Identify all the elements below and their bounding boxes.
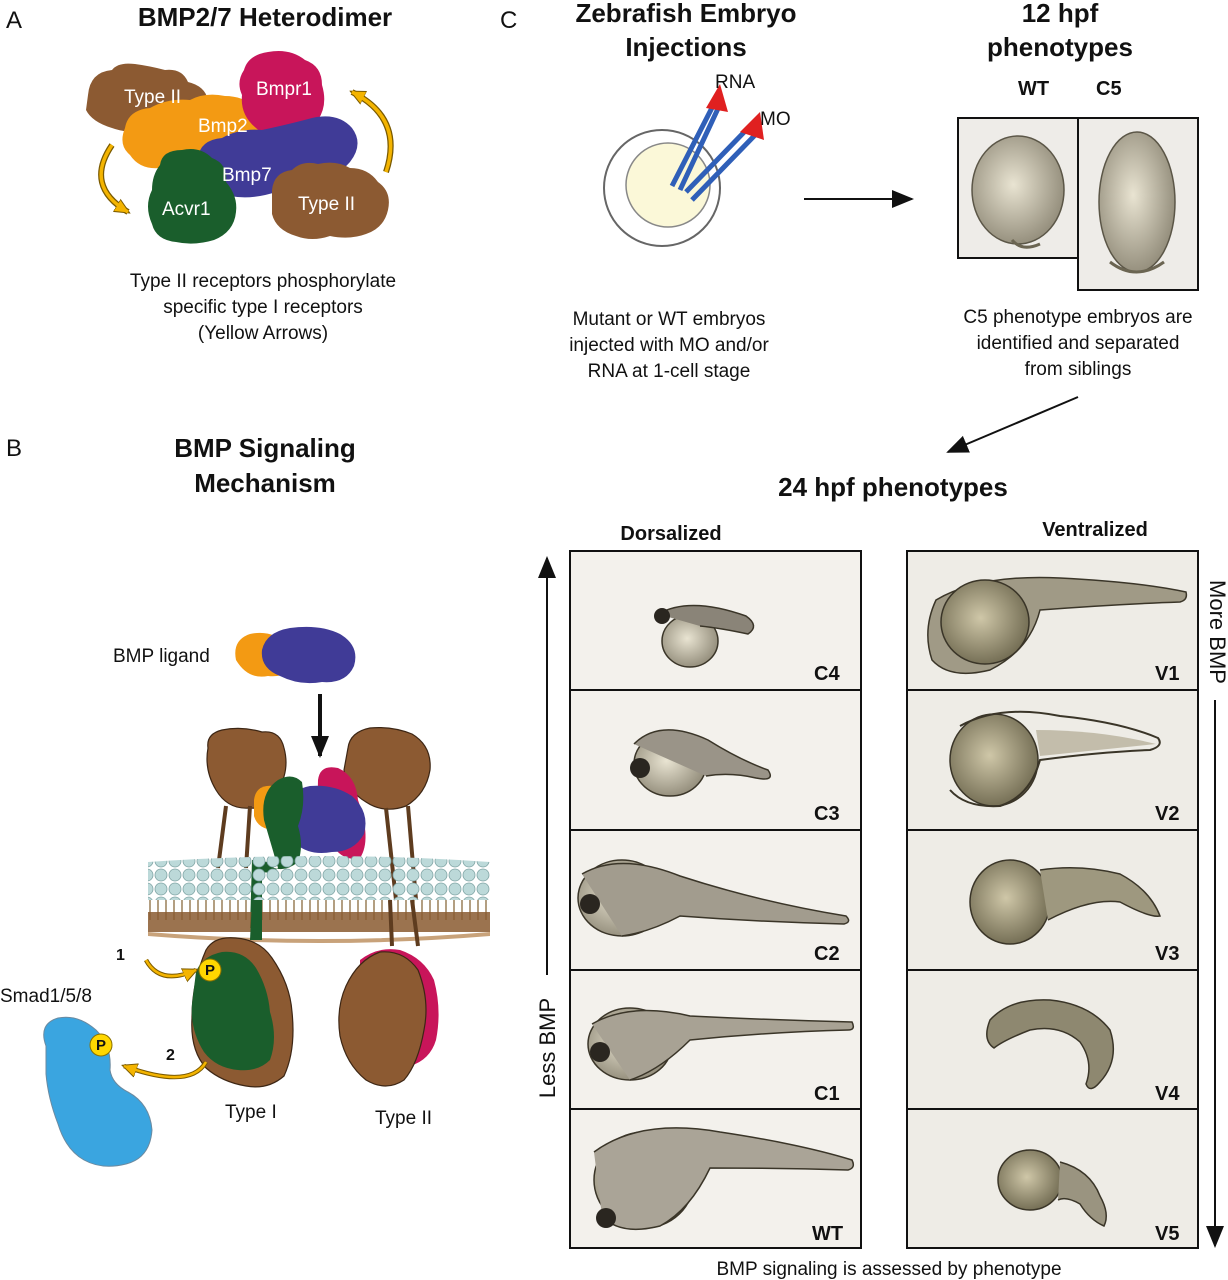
hpf12-label-c5: C5 bbox=[1096, 78, 1122, 100]
dorsalized-title: Dorsalized bbox=[620, 523, 721, 545]
embryo-v3 bbox=[969, 859, 1162, 945]
embryo-v5 bbox=[997, 1149, 1107, 1227]
label-v5: V5 bbox=[1155, 1223, 1179, 1245]
label-typeii-top: Type II bbox=[124, 87, 181, 108]
injection-title-2: Injections bbox=[625, 32, 746, 62]
rna-label: RNA bbox=[715, 72, 755, 93]
label-c3: C3 bbox=[814, 803, 840, 825]
hpf12-caption-1: C5 phenotype embryos are bbox=[963, 307, 1192, 328]
label-wt: WT bbox=[812, 1223, 843, 1245]
panel-b-title-1: BMP Signaling bbox=[174, 433, 356, 463]
typei-icd-green bbox=[191, 951, 274, 1071]
label-bmp2: Bmp2 bbox=[198, 116, 248, 137]
hpf12-title-2: phenotypes bbox=[987, 32, 1133, 62]
panel-a-caption-3: (Yellow Arrows) bbox=[198, 323, 328, 344]
label-v3: V3 bbox=[1155, 943, 1179, 965]
phospho-badge-smad bbox=[89, 1033, 113, 1057]
label-v4: V4 bbox=[1155, 1083, 1180, 1105]
panel-letter-a: A bbox=[6, 7, 22, 34]
type-ii-label: Type II bbox=[375, 1108, 432, 1129]
bmpr1-shape bbox=[239, 51, 325, 139]
panel-a: A BMP2/7 Heterodimer Type II Bmp2 Bmpr1 … bbox=[6, 2, 396, 344]
more-bmp-label: More BMP bbox=[1205, 580, 1228, 684]
embryo-c4 bbox=[654, 604, 755, 668]
hpf12-caption-3: from siblings bbox=[1025, 359, 1132, 380]
hpf12-c5-image bbox=[1077, 117, 1199, 291]
embryo-v2 bbox=[949, 710, 1161, 808]
label-c2: C2 bbox=[814, 943, 840, 965]
embryo-wt bbox=[593, 1127, 855, 1231]
embryo-v1 bbox=[927, 576, 1188, 675]
panel-b: B BMP Signaling Mechanism BMP ligand bbox=[0, 433, 490, 1167]
ventralized-title: Ventralized bbox=[1042, 519, 1148, 541]
cell-membrane bbox=[148, 856, 490, 943]
panel-b-title-2: Mechanism bbox=[194, 468, 336, 498]
hpf12-title-1: 12 hpf bbox=[1022, 0, 1099, 28]
hpf12-label-wt: WT bbox=[1018, 78, 1049, 100]
panel-letter-b: B bbox=[6, 435, 22, 462]
hpf24-title: 24 hpf phenotypes bbox=[778, 472, 1008, 502]
dorsalized-grid: C4 C3 C2 C1 WT bbox=[569, 550, 862, 1249]
rna-needle bbox=[669, 94, 725, 192]
injection-caption-3: RNA at 1-cell stage bbox=[588, 361, 751, 382]
label-c4: C4 bbox=[814, 663, 840, 685]
phospho-label-smad: P bbox=[96, 1037, 106, 1054]
ligand-bmp7-shape bbox=[261, 626, 356, 684]
smad-shape bbox=[43, 1016, 153, 1167]
step1-label: 1 bbox=[116, 947, 125, 964]
less-bmp-label: Less BMP bbox=[535, 998, 560, 1098]
typeii-icd-brown bbox=[338, 951, 427, 1087]
injection-caption-2: injected with MO and/or bbox=[569, 335, 769, 356]
label-bmp7: Bmp7 bbox=[222, 165, 272, 186]
panel-c: C Zebrafish Embryo Injections RNA MO Mut… bbox=[500, 0, 1228, 1280]
mo-label: MO bbox=[760, 109, 791, 130]
hpf12-wt-image bbox=[957, 117, 1079, 259]
label-v2: V2 bbox=[1155, 803, 1179, 825]
label-v1: V1 bbox=[1155, 663, 1179, 685]
12hpf-to-24hpf-arrow bbox=[946, 396, 1079, 453]
complex-bmp7 bbox=[285, 785, 366, 853]
panel-letter-c: C bbox=[500, 7, 517, 34]
bmp2-shape bbox=[122, 94, 266, 169]
smad-label: Smad1/5/8 bbox=[0, 986, 92, 1007]
embryo-c1 bbox=[587, 1007, 855, 1081]
embryo-c2 bbox=[577, 859, 850, 937]
step2-label: 2 bbox=[166, 1047, 175, 1064]
panel-a-caption-1: Type II receptors phosphorylate bbox=[130, 271, 396, 292]
typeii-bottom-shape bbox=[272, 162, 389, 239]
bmp-ligand-label: BMP ligand bbox=[113, 646, 210, 667]
panel-a-caption-2: specific type I receptors bbox=[163, 297, 363, 318]
embryo-v4 bbox=[986, 999, 1115, 1090]
embryo-c3 bbox=[630, 729, 771, 797]
acvr1-shape bbox=[148, 149, 237, 244]
bottom-caption: BMP signaling is assessed by phenotype bbox=[716, 1259, 1061, 1280]
injection-caption-1: Mutant or WT embryos bbox=[573, 309, 766, 330]
typeii-ecd-right bbox=[343, 727, 431, 810]
phospho-label-typei: P bbox=[205, 962, 215, 979]
label-bmpr1: Bmpr1 bbox=[256, 79, 312, 100]
panel-a-title: BMP2/7 Heterodimer bbox=[138, 2, 392, 32]
label-c1: C1 bbox=[814, 1083, 840, 1105]
phospho-badge-typei bbox=[198, 958, 222, 982]
hpf12-caption-2: identified and separated bbox=[977, 333, 1180, 354]
ventralized-grid: V1 V2 V3 V4 V5 bbox=[906, 550, 1199, 1249]
label-acvr1: Acvr1 bbox=[162, 199, 211, 220]
type-i-label: Type I bbox=[225, 1102, 277, 1123]
injection-title-1: Zebrafish Embryo bbox=[575, 0, 796, 28]
label-typeii-bottom: Type II bbox=[298, 194, 355, 215]
mo-needle bbox=[684, 122, 760, 202]
